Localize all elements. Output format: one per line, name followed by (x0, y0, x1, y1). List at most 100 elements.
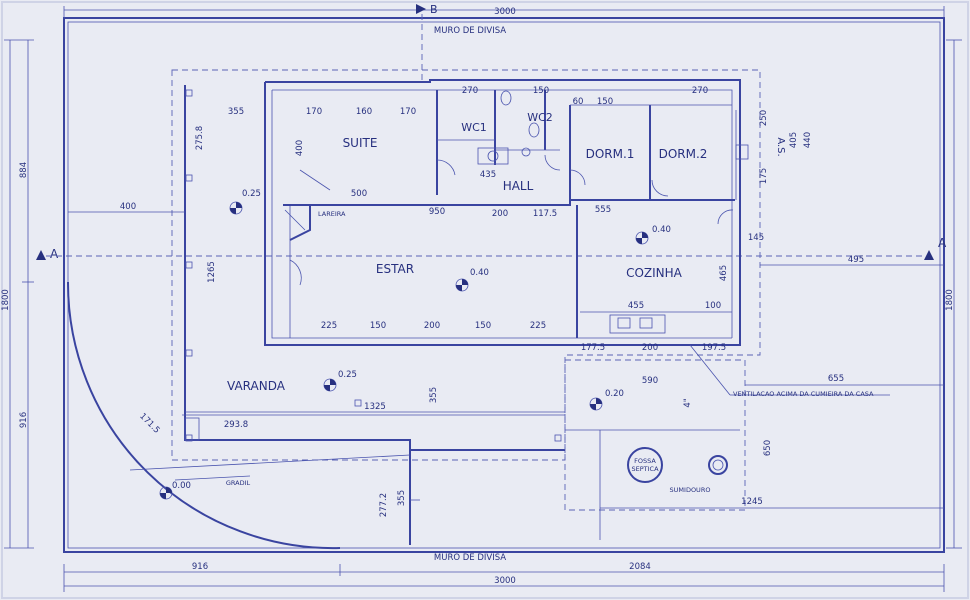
bottom-dimension: 916 2084 3000 (63, 562, 945, 592)
svg-text:555: 555 (595, 205, 611, 215)
level-marker: 0.40 (455, 268, 489, 292)
roof-outline (171, 69, 761, 461)
exterior-walls (264, 79, 741, 346)
service-yard (564, 344, 890, 540)
svg-text:SUMIDOURO: SUMIDOURO (670, 486, 711, 494)
svg-text:160: 160 (356, 107, 372, 117)
svg-text:200: 200 (492, 209, 508, 219)
svg-text:250: 250 (759, 110, 769, 126)
top-dimension: 3000 (63, 6, 945, 18)
muro-top-label: MURO DE DIVISA (434, 26, 506, 36)
svg-text:145: 145 (748, 233, 764, 243)
doors (289, 154, 734, 286)
svg-text:0.40: 0.40 (652, 225, 671, 235)
level-marker: 0.25 (229, 189, 261, 215)
room-estar: ESTAR (376, 262, 414, 276)
svg-text:1325: 1325 (364, 402, 386, 412)
sumidouro: SUMIDOURO (670, 455, 728, 494)
svg-text:440: 440 (803, 132, 813, 148)
svg-text:170: 170 (400, 107, 416, 117)
svg-text:170: 170 (306, 107, 322, 117)
dim-884: 884 (19, 162, 29, 178)
svg-text:0.40: 0.40 (470, 268, 489, 278)
svg-text:175: 175 (759, 168, 769, 184)
svg-text:150: 150 (370, 321, 386, 331)
gradil-label: GRADIL (226, 479, 251, 487)
svg-text:200: 200 (424, 321, 440, 331)
room-labels: SUITE WC1 WC2 HALL DORM.1 DORM.2 A.S. ES… (226, 111, 786, 487)
svg-text:177.5: 177.5 (581, 343, 605, 353)
svg-text:405: 405 (789, 132, 799, 148)
svg-text:60: 60 (573, 97, 584, 107)
room-hall: HALL (503, 179, 534, 193)
svg-text:355: 355 (397, 490, 407, 506)
room-dorm1: DORM.1 (586, 147, 635, 161)
room-suite: SUITE (343, 136, 378, 150)
svg-text:400: 400 (120, 202, 136, 212)
svg-text:A: A (938, 236, 947, 250)
svg-text:SEPTICA: SEPTICA (631, 465, 659, 473)
svg-text:150: 150 (533, 86, 549, 96)
varanda-area (129, 85, 565, 545)
svg-text:465: 465 (719, 265, 729, 281)
svg-text:197.5: 197.5 (702, 343, 726, 353)
dim-916-left: 916 (19, 412, 29, 428)
dim-3000-top: 3000 (494, 7, 516, 17)
svg-text:275.8: 275.8 (195, 126, 205, 150)
ventilacao-note: VENTILACAO ACIMA DA CUMIEIRA DA CASA (733, 390, 874, 398)
svg-text:1245: 1245 (741, 497, 763, 507)
level-marker: 0.25 (323, 370, 357, 392)
svg-text:225: 225 (530, 321, 546, 331)
interior-walls (289, 90, 749, 338)
section-a-right: A (924, 236, 947, 260)
svg-text:100: 100 (705, 301, 721, 311)
svg-text:400: 400 (295, 140, 305, 156)
svg-text:150: 150 (597, 97, 613, 107)
svg-text:270: 270 (462, 86, 478, 96)
room-as: A.S. (775, 137, 786, 156)
dim-1800-right: 1800 (945, 289, 955, 311)
svg-text:0.25: 0.25 (242, 189, 261, 199)
level-marker: 0.20 (589, 389, 624, 411)
lot-arc (66, 281, 341, 550)
svg-text:590: 590 (642, 376, 658, 386)
room-dorm2: DORM.2 (659, 147, 708, 161)
svg-text:0.00: 0.00 (172, 481, 191, 491)
svg-text:495: 495 (848, 255, 864, 265)
svg-text:650: 650 (763, 440, 773, 456)
svg-text:225: 225 (321, 321, 337, 331)
left-dimension: 1800 884 916 (1, 39, 34, 549)
right-dimension: 1800 (945, 39, 962, 549)
dim-1800-left: 1800 (1, 289, 11, 311)
svg-text:655: 655 (828, 374, 844, 384)
section-a-left: A (36, 247, 59, 261)
fossa-septica: FOSSA SEPTICA (627, 447, 663, 483)
wc-fixtures (477, 90, 540, 165)
svg-text:950: 950 (429, 207, 445, 217)
svg-text:150: 150 (475, 321, 491, 331)
section-b-top: B (416, 3, 438, 16)
svg-text:270: 270 (692, 86, 708, 96)
fireplace: LAREIRA (283, 169, 346, 241)
svg-text:355: 355 (429, 387, 439, 403)
svg-text:277.2: 277.2 (379, 493, 389, 517)
svg-text:0.20: 0.20 (605, 389, 624, 399)
level-markers: 0.25 0.40 0.40 0.25 0.20 0.00 (159, 189, 671, 500)
level-marker: 0.00 (159, 481, 191, 500)
dim-3000-bottom: 3000 (494, 576, 516, 586)
svg-text:293.8: 293.8 (224, 420, 248, 430)
svg-text:435: 435 (480, 170, 496, 180)
room-wc1: WC1 (461, 121, 487, 134)
svg-text:B: B (430, 3, 438, 16)
svg-text:455: 455 (628, 301, 644, 311)
dim-916-bottom: 916 (192, 562, 208, 572)
kitchen-counter (580, 311, 732, 334)
svg-text:0.25: 0.25 (338, 370, 357, 380)
muro-bottom-label: MURO DE DIVISA (434, 553, 506, 563)
level-marker: 0.40 (635, 225, 671, 245)
svg-text:4": 4" (683, 398, 693, 407)
svg-text:200: 200 (642, 343, 658, 353)
room-varanda: VARANDA (227, 379, 286, 393)
